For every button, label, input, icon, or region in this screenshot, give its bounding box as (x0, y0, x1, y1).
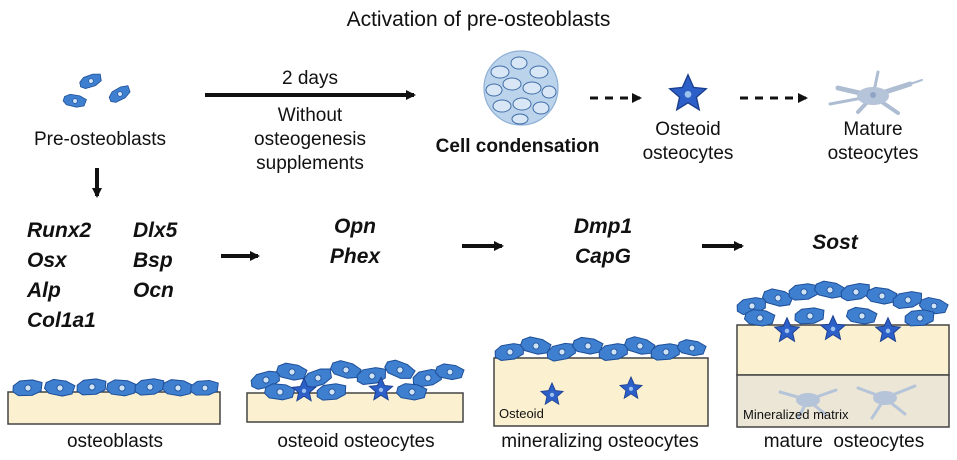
pre-osteoblast-cells-icon (62, 71, 133, 110)
pre-osteoblasts-label: Pre-osteoblasts (33, 129, 166, 150)
mineralizing-osteocytes-stage-illustration (493, 334, 709, 427)
gene-marker: Dlx5 (133, 219, 178, 242)
mature-osteocytes-top-label: Mature osteocytes (808, 118, 938, 166)
gene-marker: Phex (329, 245, 381, 268)
stage-label-osteoblasts: osteoblasts (66, 431, 164, 452)
mature-osteocytes-stage-illustration (735, 279, 950, 428)
osteoid-osteocytes-stage-illustration (246, 357, 465, 423)
osteoid-matrix-label: Osteoid (499, 406, 544, 421)
osteoid-osteocytes-top-label: Osteoid osteocytes (628, 118, 748, 166)
cell-condensation-label: Cell condensation (435, 136, 600, 157)
label-line: Mature (843, 119, 903, 140)
gene-marker: Sost (812, 231, 858, 254)
mineralizing-markers: Dmp1 CapG (548, 212, 658, 272)
gene-marker: Runx2 (27, 219, 92, 242)
mature-osteocyte-icon (828, 70, 923, 115)
mineralized-matrix-label: Mineralized matrix (743, 407, 849, 422)
gene-marker: Osx (27, 249, 67, 272)
label-line: osteocytes (827, 143, 919, 164)
stage-label-mineralizing-osteocytes: mineralizing osteocytes (501, 431, 699, 452)
arrow-note-line: osteogenesis (254, 129, 366, 150)
label-line: osteocytes (642, 143, 734, 164)
gene-marker: Col1a1 (27, 309, 96, 332)
two-days-label: 2 days (282, 68, 338, 89)
arrow-note-line: supplements (256, 153, 364, 174)
gene-marker: Bsp (133, 249, 173, 272)
gene-marker: CapG (574, 245, 631, 268)
gene-marker: Dmp1 (573, 215, 633, 238)
osteoblast-markers-col2: Dlx5 Bsp Ocn (133, 216, 177, 306)
osteoblast-markers-col1: Runx2 Osx Alp Col1a1 (27, 216, 96, 336)
osteoblasts-stage-illustration (7, 376, 221, 425)
label-line: Osteoid (655, 119, 721, 140)
osteoid-osteocyte-icon (669, 74, 707, 111)
mature-markers: Sost (780, 228, 890, 258)
cell-condensation-icon (483, 50, 559, 126)
arrow-note-line: Without (277, 105, 343, 126)
gene-marker: Alp (27, 279, 61, 302)
gene-marker: Opn (334, 215, 376, 238)
arrow-note: Without osteogenesis supplements (230, 104, 390, 176)
osteoid-markers: Opn Phex (300, 212, 410, 272)
stage-label-mature-osteocytes: mature osteocytes (763, 431, 925, 452)
diagram-title: Activation of pre-osteoblasts (346, 8, 611, 31)
gene-marker: Ocn (133, 279, 174, 302)
stage-label-osteoid-osteocytes: osteoid osteocytes (277, 431, 435, 452)
